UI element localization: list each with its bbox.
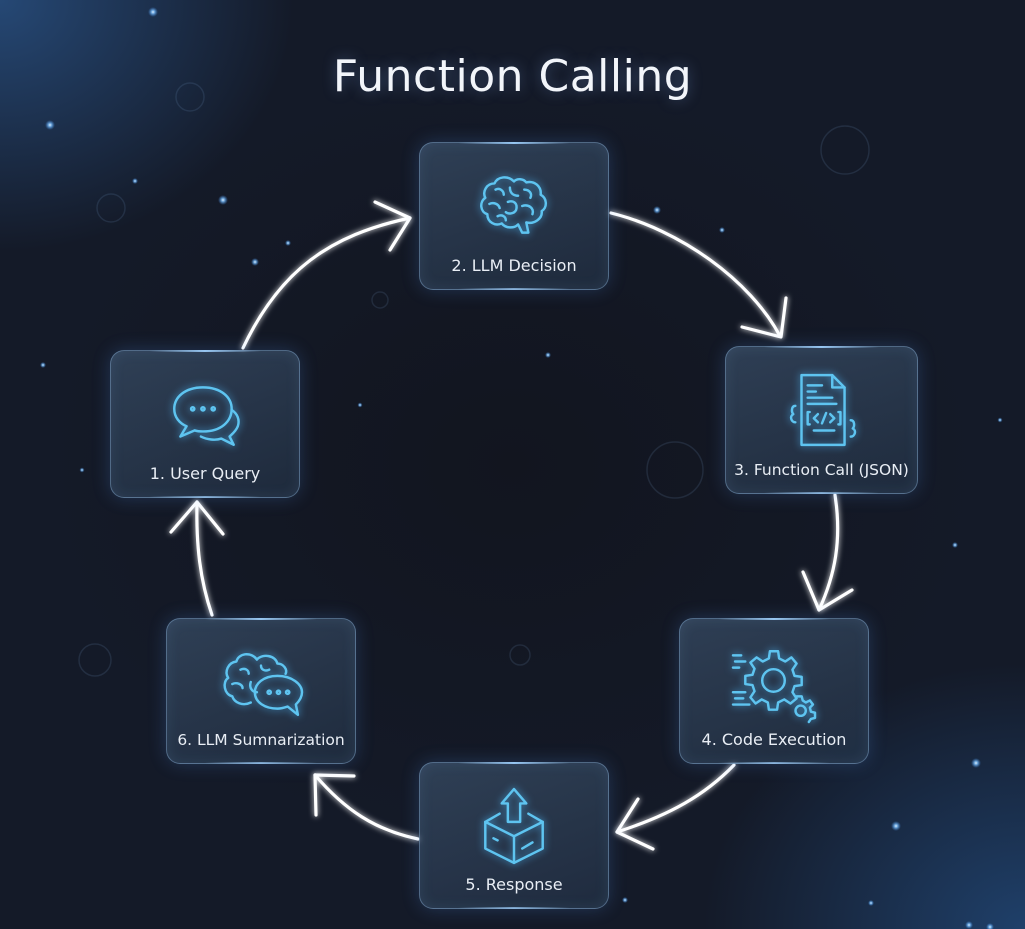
brain-icon <box>473 165 555 247</box>
step-label: 6. LLM Sumnarization <box>177 731 345 749</box>
step-label: 2. LLM Decision <box>451 256 577 275</box>
brain-chat-icon <box>220 641 304 723</box>
step-node-user-query[interactable]: 1. User Query <box>110 350 300 498</box>
step-node-llm-summarization[interactable]: 6. LLM Sumnarization <box>166 618 356 764</box>
box-upload-icon <box>473 785 555 867</box>
step-label: 4. Code Execution <box>701 730 847 749</box>
arrow-3-to-4 <box>801 493 854 612</box>
step-node-function-call-json[interactable]: 3. Function Call (JSON) <box>725 346 918 494</box>
arrow-2-to-3 <box>609 211 788 339</box>
diagram-title: Function Calling <box>332 51 693 103</box>
gears-icon <box>731 641 817 724</box>
arrow-1-to-2 <box>241 200 412 350</box>
code-document-icon <box>781 369 863 451</box>
step-node-code-execution[interactable]: 4. Code Execution <box>679 618 869 764</box>
step-label: 5. Response <box>465 875 563 894</box>
step-node-llm-decision[interactable]: 2. LLM Decision <box>419 142 609 290</box>
step-label: 3. Function Call (JSON) <box>734 461 909 479</box>
chat-bubbles-icon <box>164 373 246 455</box>
arrow-5-to-6 <box>313 773 420 841</box>
step-node-response[interactable]: 5. Response <box>419 762 609 909</box>
arrow-4-to-5 <box>615 763 736 851</box>
arrow-6-to-1 <box>169 500 225 617</box>
step-label: 1. User Query <box>149 464 261 483</box>
